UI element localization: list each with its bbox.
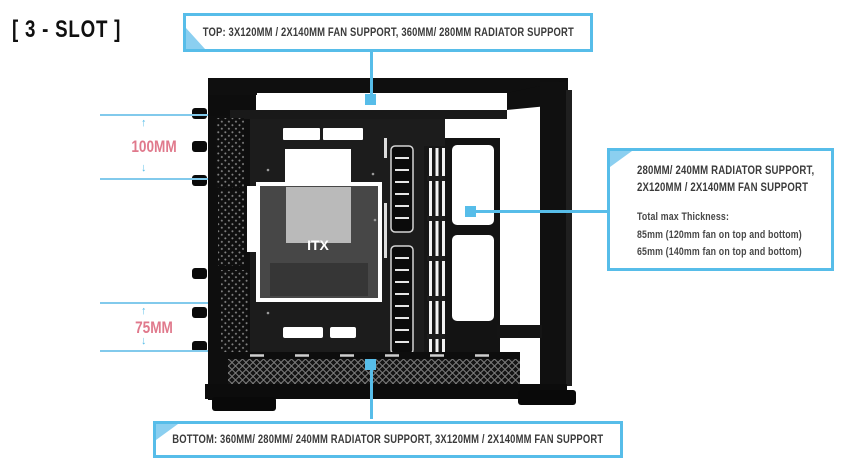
measure-line-100mm-bottom (100, 178, 208, 180)
callout-top-fan-support: TOP: 3X120MM / 2X140MM FAN SUPPORT, 360M… (183, 13, 593, 52)
left-mesh-panel (216, 118, 258, 352)
page-title: [ 3 - SLOT ] (12, 16, 122, 43)
cable-slots (424, 146, 448, 356)
callout-bottom-text: BOTTOM: 360MM/ 280MM/ 240MM RADIATOR SUP… (172, 433, 604, 446)
arrow-up-icon: ↑ (141, 117, 147, 129)
thumbscrews (192, 108, 207, 352)
connector-line-top (370, 52, 373, 96)
side-thickness-line2: 65mm (140mm fan on top and bottom) (637, 246, 802, 258)
folded-corner-icon (610, 151, 632, 167)
connector-line-side (476, 210, 607, 213)
measure-label-75mm: 75MM (135, 318, 173, 337)
measure-label-100mm: 100MM (131, 137, 177, 156)
measure-line-75mm-bottom (100, 350, 208, 352)
cable-ladder (390, 145, 414, 355)
bottom-mesh (205, 352, 567, 399)
measure-line-100mm-top (100, 114, 208, 116)
callout-side-radiator-support: 280MM/ 240MM RADIATOR SUPPORT, 2X120MM /… (607, 148, 834, 271)
side-thickness-title: Total max Thickness: (637, 211, 730, 223)
side-heading-line1: 280MM/ 240MM RADIATOR SUPPORT, (637, 163, 815, 177)
arrow-down-icon: ↓ (141, 162, 147, 174)
callout-bottom-fan-support: BOTTOM: 360MM/ 280MM/ 240MM RADIATOR SUP… (153, 421, 623, 458)
connector-endpoint-bottom (365, 359, 376, 370)
side-fan-mount (445, 138, 542, 366)
side-heading-line2: 2X120MM / 2X140MM FAN SUPPORT (637, 180, 809, 194)
side-thickness-line1: 85mm (120mm fan on top and bottom) (637, 228, 802, 241)
arrow-down-icon: ↓ (141, 335, 147, 347)
motherboard-area: ITX (256, 128, 387, 338)
case-feet (212, 390, 576, 411)
measure-line-75mm-top (100, 302, 208, 304)
connector-line-bottom (370, 370, 373, 419)
callout-top-text: TOP: 3X120MM / 2X140MM FAN SUPPORT, 360M… (202, 26, 574, 39)
pc-case-illustration: ITX (192, 78, 576, 411)
itx-label: ITX (307, 237, 329, 253)
connector-endpoint-top (365, 94, 376, 105)
arrow-up-icon: ↑ (141, 305, 147, 317)
connector-endpoint-side (465, 206, 476, 217)
